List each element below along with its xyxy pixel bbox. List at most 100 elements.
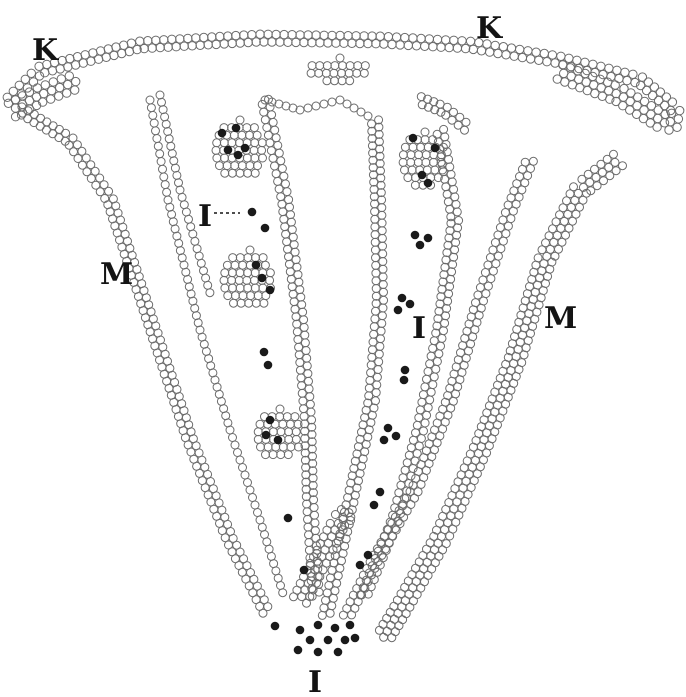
dark-granule: [380, 436, 389, 445]
dark-granule: [296, 626, 305, 635]
upper-cluster-cell: [236, 169, 244, 177]
inner-wall-cell: [189, 230, 197, 238]
column-cell: [298, 382, 306, 390]
inner-wall-cell: [178, 193, 186, 201]
central-cluster-cell: [251, 269, 259, 277]
rim-cell: [87, 57, 95, 65]
top-cluster-cell: [345, 69, 353, 77]
central-cluster-cell: [229, 254, 237, 262]
column-cell: [263, 124, 271, 132]
inner-wall-cell: [491, 239, 499, 247]
lower-cluster-cell: [277, 451, 285, 459]
rim-cell: [196, 41, 204, 49]
upper-cluster-cell: [254, 162, 262, 170]
inner-wall-cell: [167, 142, 175, 150]
upper-cluster-cell: [251, 154, 259, 162]
column-cell: [419, 391, 427, 399]
column-cell: [291, 305, 299, 313]
column-cell: [372, 300, 380, 308]
dark-granule: [394, 306, 403, 315]
central-cluster-cell: [261, 261, 269, 269]
upper-cluster-cell: [213, 139, 221, 147]
right-cluster-cell: [422, 158, 430, 166]
column-cell: [293, 328, 301, 336]
inner-wall-cell: [157, 158, 165, 166]
rim-cell: [280, 30, 288, 38]
dark-granule: [431, 144, 440, 153]
inner-wall-cell: [176, 247, 184, 255]
column-cell: [438, 285, 446, 293]
dark-granule: [364, 551, 373, 560]
column-cell: [286, 268, 294, 276]
inner-wall-cell: [147, 104, 155, 112]
column-cell: [261, 116, 269, 124]
column-cell: [445, 234, 453, 242]
central-cluster-cell: [246, 246, 254, 254]
rim-cell: [164, 43, 172, 51]
upper-cluster-cell: [236, 116, 244, 124]
inner-wall-cell: [249, 494, 257, 502]
rim-cell: [288, 31, 296, 39]
top-cluster-cell: [315, 69, 323, 77]
inner-wall-cell: [153, 135, 161, 143]
upper-cluster-cell: [244, 169, 252, 177]
outer-wall-cell: [105, 187, 113, 195]
rim-cell: [236, 39, 244, 47]
rim-cell: [396, 41, 404, 49]
rim-cell: [228, 39, 236, 47]
inner-wall-cell: [246, 486, 254, 494]
column-cell: [405, 451, 413, 459]
column-cell: [294, 336, 302, 344]
upper-cluster-cell: [212, 146, 220, 154]
right-cluster-cell: [415, 151, 423, 159]
lower-cluster-cell: [279, 443, 287, 451]
rim-cell: [148, 44, 156, 52]
column-cell: [305, 531, 313, 539]
inner-wall-cell: [231, 441, 239, 449]
rim-cell: [188, 42, 196, 50]
top-cluster-cell: [323, 77, 331, 85]
inner-wall-cell: [149, 111, 157, 119]
column-cell: [372, 269, 380, 277]
column-cell: [435, 307, 443, 315]
inner-wall-cell: [481, 269, 489, 277]
column-cell: [372, 397, 380, 405]
column-cell: [407, 444, 415, 452]
inner-wall-cell: [154, 142, 162, 150]
dark-granule: [400, 376, 409, 385]
column-cell: [372, 285, 380, 293]
central-cluster-cell: [221, 284, 229, 292]
column-cell: [293, 320, 301, 328]
column-cell: [359, 421, 367, 429]
column-cell: [302, 471, 310, 479]
rim-cell: [300, 38, 308, 46]
label-k-left: K: [32, 33, 59, 68]
rim-cell: [344, 32, 352, 40]
inner-wall-cell: [229, 434, 237, 442]
label-m-left: M: [100, 257, 133, 292]
rim-cell: [510, 52, 518, 60]
column-cell: [371, 215, 379, 223]
column-cell: [368, 120, 376, 128]
dark-granule: [314, 621, 323, 630]
column-cell: [378, 234, 386, 242]
column-cell: [443, 249, 451, 257]
dark-granule: [241, 144, 250, 153]
rim-cell: [401, 33, 409, 41]
column-cell: [439, 278, 447, 286]
top-cluster-cell: [336, 54, 344, 62]
dark-granule: [266, 416, 275, 425]
column-cell: [282, 230, 290, 238]
rim-cell: [662, 93, 670, 101]
dark-granule: [411, 231, 420, 240]
lower-cluster-cell: [269, 428, 277, 436]
column-cell: [303, 500, 311, 508]
central-cluster-cell: [230, 299, 238, 307]
upper-cluster-cell: [228, 169, 236, 177]
rim-cell: [332, 39, 340, 47]
column-cell: [378, 204, 386, 212]
lower-cluster-cell: [292, 435, 300, 443]
inner-wall-cell: [152, 127, 160, 135]
column-cell: [328, 566, 336, 574]
